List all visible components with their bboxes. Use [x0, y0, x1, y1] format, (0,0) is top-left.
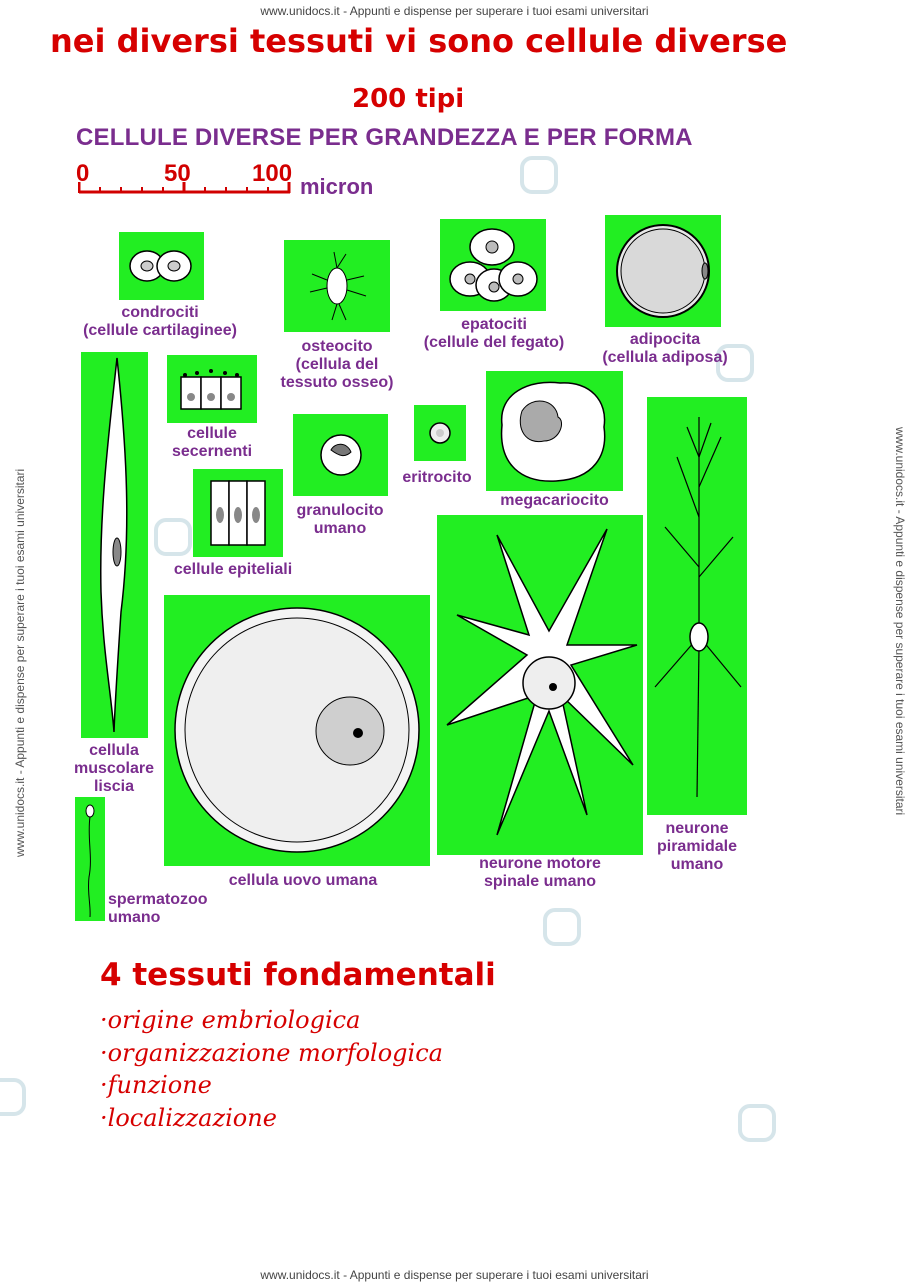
epiteliali-drawing: [210, 480, 266, 546]
caption-eritrocito: eritrocito: [402, 469, 472, 486]
caption-neurone-motore: neurone motore spinale umano: [479, 855, 601, 890]
caption-spermatozoo: spermatozoo umano: [108, 891, 208, 926]
megacariocito-panel: [486, 371, 623, 491]
megacariocito-drawing: [500, 381, 606, 482]
caption-piramidale: neurone piramidale umano: [656, 820, 738, 873]
bullet-item: ·organizzazione morfologica: [100, 1039, 443, 1067]
granulocito-drawing: [320, 434, 362, 476]
piramidale-panel: [647, 397, 747, 815]
neurone-motore-panel: [437, 515, 643, 855]
uovo-drawing: [174, 607, 420, 853]
watermark-logo-icon: [154, 518, 192, 556]
scale-label-50: 50: [164, 160, 191, 187]
scale-ruler: [78, 182, 291, 194]
epatociti-panel: [440, 219, 546, 311]
osteocito-drawing: [309, 251, 367, 321]
caption-uovo: cellula uovo umana: [228, 872, 378, 889]
condrociti-panel: [119, 232, 204, 300]
watermark-logo-icon: [0, 1078, 26, 1116]
watermark-logo-icon: [543, 908, 581, 946]
osteocito-panel: [284, 240, 390, 332]
granulocito-panel: [293, 414, 388, 496]
scale-unit: micron: [300, 174, 374, 199]
bottom-title: 4 tessuti fondamentali: [100, 957, 496, 993]
bullet-item: ·origine embriologica: [100, 1006, 361, 1034]
watermark-bottom: www.unidocs.it - Appunti e dispense per …: [260, 1268, 649, 1282]
muscolare-drawing: [100, 357, 128, 733]
caption-muscolare: cellula muscolare liscia: [73, 742, 155, 795]
caption-megacariocito: megacariocito: [500, 492, 609, 509]
neurone-motore-drawing: [446, 528, 638, 836]
watermark-logo-icon: [520, 156, 558, 194]
caption-secernenti: cellule secernenti: [171, 425, 253, 460]
watermark-logo-icon: [716, 344, 754, 382]
scale-bar: 0 50 100 micron: [76, 160, 406, 200]
caption-adipocita: adipocita (cellula adiposa): [602, 331, 728, 366]
adipocita-panel: [605, 215, 721, 327]
caption-epatociti: epatociti (cellule del fegato): [423, 316, 565, 351]
figure-heading: CELLULE DIVERSE PER GRANDEZZA E PER FORM…: [76, 124, 693, 151]
adipocita-drawing: [616, 224, 710, 318]
secernenti-drawing: [180, 369, 242, 410]
bullet-item: ·funzione: [100, 1071, 212, 1099]
epiteliali-panel: [193, 469, 283, 557]
piramidale-drawing: [654, 417, 742, 798]
caption-condrociti: condrociti (cellule cartilaginee): [83, 304, 237, 339]
scale-label-0: 0: [76, 160, 90, 187]
page-title: nei diversi tessuti vi sono cellule dive…: [50, 22, 788, 60]
eritrocito-panel: [414, 405, 466, 461]
uovo-panel: [164, 595, 430, 866]
watermark-side-right: www.unidocs.it - Appunti e dispense per …: [893, 427, 907, 816]
caption-epiteliali: cellule epiteliali: [173, 561, 293, 578]
watermark-logo-icon: [738, 1104, 776, 1142]
secernenti-panel: [167, 355, 257, 423]
scale-label-100: 100: [252, 160, 293, 187]
epatociti-drawing: [449, 228, 538, 302]
caption-osteocito: osteocito (cellula del tessuto osseo): [280, 338, 394, 391]
muscolare-panel: [81, 352, 148, 738]
spermatozoo-drawing: [85, 804, 95, 918]
page-subtitle: 200 tipi: [352, 84, 465, 114]
caption-granulocito: granulocito umano: [296, 502, 384, 537]
watermark-side-left: www.unidocs.it - Appunti e dispense per …: [13, 468, 27, 857]
watermark-top: www.unidocs.it - Appunti e dispense per …: [260, 4, 649, 18]
bullet-item: ·localizzazione: [100, 1104, 277, 1132]
spermatozoo-panel: [75, 797, 105, 921]
eritrocito-drawing: [429, 422, 451, 444]
condrociti-drawing: [129, 250, 192, 282]
